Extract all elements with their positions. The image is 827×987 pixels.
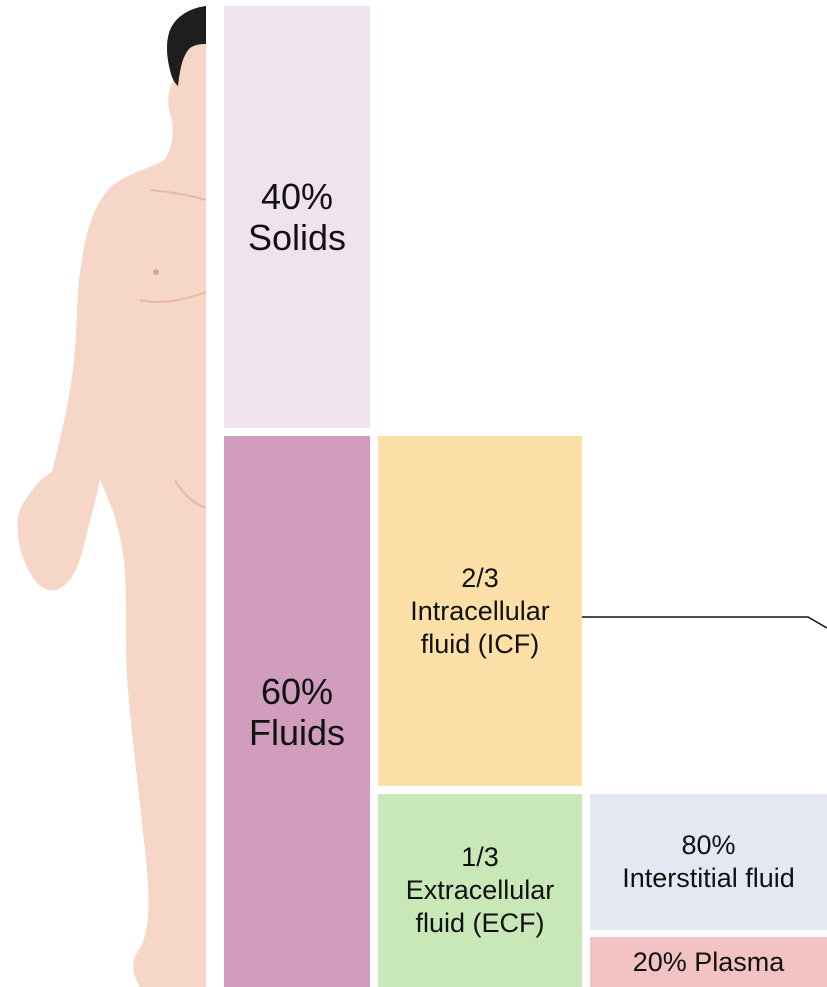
icf-line2: fluid (ICF) — [421, 628, 540, 661]
connector-path — [582, 617, 827, 628]
nipple — [153, 269, 159, 275]
body-silhouette — [18, 6, 206, 987]
plasma-label: 20% Plasma — [633, 946, 785, 979]
fluids-label: Fluids — [249, 712, 345, 753]
solids-box: 40% Solids — [224, 6, 370, 428]
icf-fraction: 2/3 — [461, 562, 499, 595]
ecf-box: 1/3 Extracellular fluid (ECF) — [378, 794, 582, 987]
interstitial-percent: 80% — [681, 829, 735, 862]
icf-box: 2/3 Intracellular fluid (ICF) — [378, 436, 582, 786]
interstitial-box: 80% Interstitial fluid — [590, 794, 827, 930]
ecf-fraction: 1/3 — [461, 841, 499, 874]
interstitial-label: Interstitial fluid — [622, 862, 795, 895]
solids-label: Solids — [248, 217, 346, 258]
icf-line1: Intracellular — [410, 595, 550, 628]
ecf-line2: fluid (ECF) — [415, 907, 544, 940]
ecf-line1: Extracellular — [406, 874, 555, 907]
solids-percent: 40% — [261, 176, 333, 217]
human-figure-illustration — [0, 0, 206, 987]
plasma-box: 20% Plasma — [590, 937, 827, 987]
fluids-percent: 60% — [261, 671, 333, 712]
fluids-box: 60% Fluids — [224, 436, 370, 987]
